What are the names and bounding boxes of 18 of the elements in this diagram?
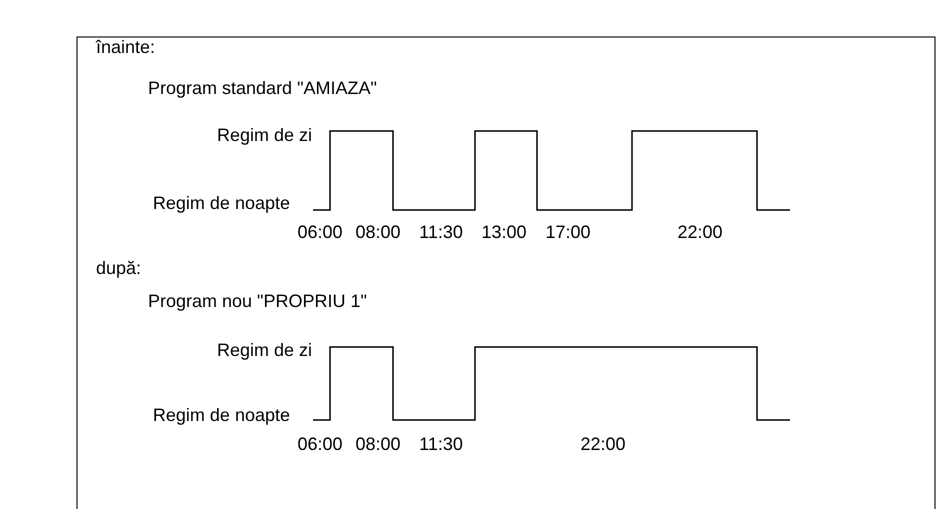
time-label: 11:30 [419,434,463,454]
time-label: 08:00 [355,434,401,454]
level-label: Regim de noapte [152,405,290,425]
time-label: 06:00 [297,434,343,454]
level-label: Regim de noapte [152,193,290,213]
time-label: 22:00 [677,222,723,242]
heading-text: înainte: [96,37,156,57]
heading-text: după: [96,258,142,278]
time-label: 13:00 [481,222,527,242]
time-label: 08:00 [355,222,401,242]
time-label: 11:30 [419,222,463,242]
program-title: Program nou "PROPRIU 1" [148,291,367,311]
time-label: 17:00 [545,222,591,242]
program-title: Program standard "AMIAZA" [148,78,377,98]
time-label: 22:00 [580,434,626,454]
time-label: 06:00 [297,222,343,242]
level-label: Regim de zi [216,125,312,145]
level-label: Regim de zi [216,340,312,360]
